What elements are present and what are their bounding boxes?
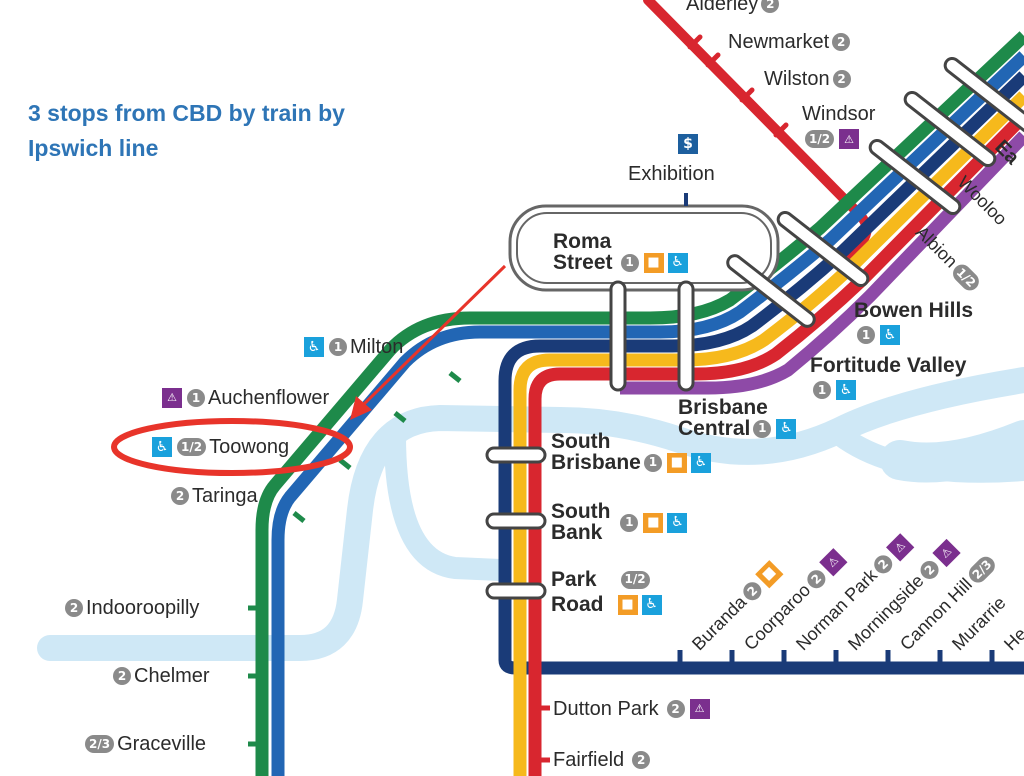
east-stop-ticks: [677, 650, 995, 662]
zone-badge: 1/2: [620, 570, 650, 589]
wheelchair-icon: ♿: [836, 380, 856, 400]
station-name: Windsor: [802, 103, 876, 125]
zone-badge: 1/2: [805, 130, 835, 148]
station-name: Toowong: [209, 436, 290, 458]
station-exhibition[interactable]: Exhibition: [628, 162, 715, 186]
zone-badge: 2: [832, 70, 851, 88]
zone-badge: 2: [832, 33, 851, 51]
zone-badge: 2: [666, 700, 685, 718]
wheelchair-icon: ♿: [776, 418, 797, 439]
station-chelmer[interactable]: 2 Chelmer: [110, 664, 210, 688]
zone-badge: 1: [187, 389, 205, 407]
station-wilston[interactable]: Wilston 2: [764, 67, 854, 91]
station-alderley[interactable]: Alderley 2: [686, 0, 782, 16]
station-name: Graceville: [117, 733, 207, 755]
stairs-icon: ⚠: [162, 388, 182, 408]
bus-icon: ■: [617, 594, 638, 615]
station-name: Exhibition: [628, 163, 715, 185]
bus-icon: ■: [666, 452, 687, 473]
roma-street-interchange: [508, 193, 780, 292]
wheelchair-icon: ♿: [304, 337, 324, 357]
zone-badge: 1: [620, 253, 639, 272]
station-indooroopilly[interactable]: 2 Indooroopilly: [62, 596, 199, 620]
map-annotation-title: 3 stops from CBD by train by Ipswich lin…: [28, 96, 448, 166]
station-graceville[interactable]: 2/3 Graceville: [82, 732, 206, 756]
zone-badge: 2: [171, 487, 189, 505]
station-auchenflower[interactable]: ⚠ 1 Auchenflower: [160, 386, 329, 410]
station-name: Taringa: [192, 485, 258, 507]
station-name-line-1: Park: [551, 568, 597, 591]
wheelchair-icon: ♿: [667, 252, 688, 273]
south-stop-ticks: [540, 705, 550, 763]
station-name: Fairfield: [553, 749, 625, 771]
station-fairfield[interactable]: Fairfield 2: [553, 748, 653, 772]
station-fortitude-valley[interactable]: Fortitude Valley 1 ♿: [810, 355, 966, 400]
station-name: Fortitude Valley: [810, 354, 967, 377]
station-name-line-2: Road: [551, 593, 604, 616]
zone-badge: 2: [761, 0, 780, 13]
wheelchair-icon: ♿: [152, 437, 172, 457]
station-south-brisbane[interactable]: South Brisbane 1 ■ ♿: [551, 431, 713, 473]
station-name-line-1: South: [551, 430, 611, 453]
zone-badge: 1: [753, 419, 772, 438]
zone-badge: 1: [329, 338, 347, 356]
station-name: Chelmer: [134, 665, 210, 687]
wheelchair-icon: ♿: [641, 594, 662, 615]
zone-badge: 2/3: [85, 735, 115, 753]
station-park-road[interactable]: Park 1/2 Road ■ ♿: [551, 569, 664, 615]
station-name: Alderley: [686, 0, 759, 15]
station-name-line-1: Brisbane: [678, 396, 768, 419]
station-capsules: [485, 56, 1024, 600]
toowong-highlight-ring: [111, 418, 353, 476]
station-toowong[interactable]: ♿ 1/2 Toowong: [150, 435, 289, 459]
station-roma-street[interactable]: Roma Street 1 ■ ♿: [553, 231, 690, 273]
stairs-icon: ⚠: [689, 699, 710, 719]
station-milton[interactable]: ♿ 1 Milton: [302, 335, 403, 359]
zone-badge: 2: [632, 751, 651, 769]
title-line-1: 3 stops from CBD by train by: [28, 100, 345, 126]
station-brisbane-central[interactable]: Brisbane Central 1 ♿: [678, 397, 798, 439]
station-name: Milton: [350, 336, 404, 358]
ipswich-stop-ticks: [248, 371, 462, 747]
station-name: Wilston: [764, 68, 830, 90]
station-south-bank[interactable]: South Bank 1 ■ ♿: [551, 501, 689, 543]
stairs-icon: ⚠: [839, 129, 860, 149]
station-name-line-2: Central: [678, 417, 751, 440]
station-name: Bowen Hills: [854, 299, 974, 322]
zone-badge: 1: [813, 381, 831, 399]
station-name-line-2: Street: [553, 251, 613, 274]
main-trunk-lines: [255, 31, 1024, 776]
station-name-line-2: Brisbane: [551, 451, 641, 474]
station-taringa[interactable]: 2 Taringa: [168, 484, 258, 508]
station-newmarket[interactable]: Newmarket 2: [728, 30, 853, 54]
station-name: Auchenflower: [208, 387, 330, 409]
title-line-2: Ipswich line: [28, 135, 159, 161]
station-name: Dutton Park: [553, 698, 659, 720]
brisbane-river: [37, 367, 1024, 661]
bus-icon: ■: [643, 512, 664, 533]
station-windsor[interactable]: Windsor 1/2 ⚠: [802, 104, 875, 149]
station-name-line-1: South: [551, 500, 611, 523]
zone-badge: 1: [857, 326, 875, 344]
wheelchair-icon: ♿: [667, 512, 688, 533]
bus-icon: ■: [643, 252, 664, 273]
wheelchair-icon: ♿: [880, 325, 900, 345]
zone-badge: 2: [65, 599, 83, 617]
zone-badge: 1: [620, 513, 639, 532]
station-name: Newmarket: [728, 31, 830, 53]
zone-badge: 1: [643, 453, 662, 472]
highlight-arrow: [350, 264, 507, 420]
station-dutton-park[interactable]: Dutton Park 2 ⚠: [553, 697, 712, 721]
zone-badge: 1/2: [177, 438, 207, 456]
station-name-line-2: Bank: [551, 521, 603, 544]
special-event-icon: $: [678, 134, 698, 154]
wheelchair-icon: ♿: [690, 452, 711, 473]
station-bowen-hills[interactable]: Bowen Hills 1 ♿: [854, 300, 973, 345]
station-name-line-1: Roma: [553, 230, 612, 253]
zone-badge: 2: [113, 667, 131, 685]
station-name: Indooroopilly: [86, 597, 200, 619]
